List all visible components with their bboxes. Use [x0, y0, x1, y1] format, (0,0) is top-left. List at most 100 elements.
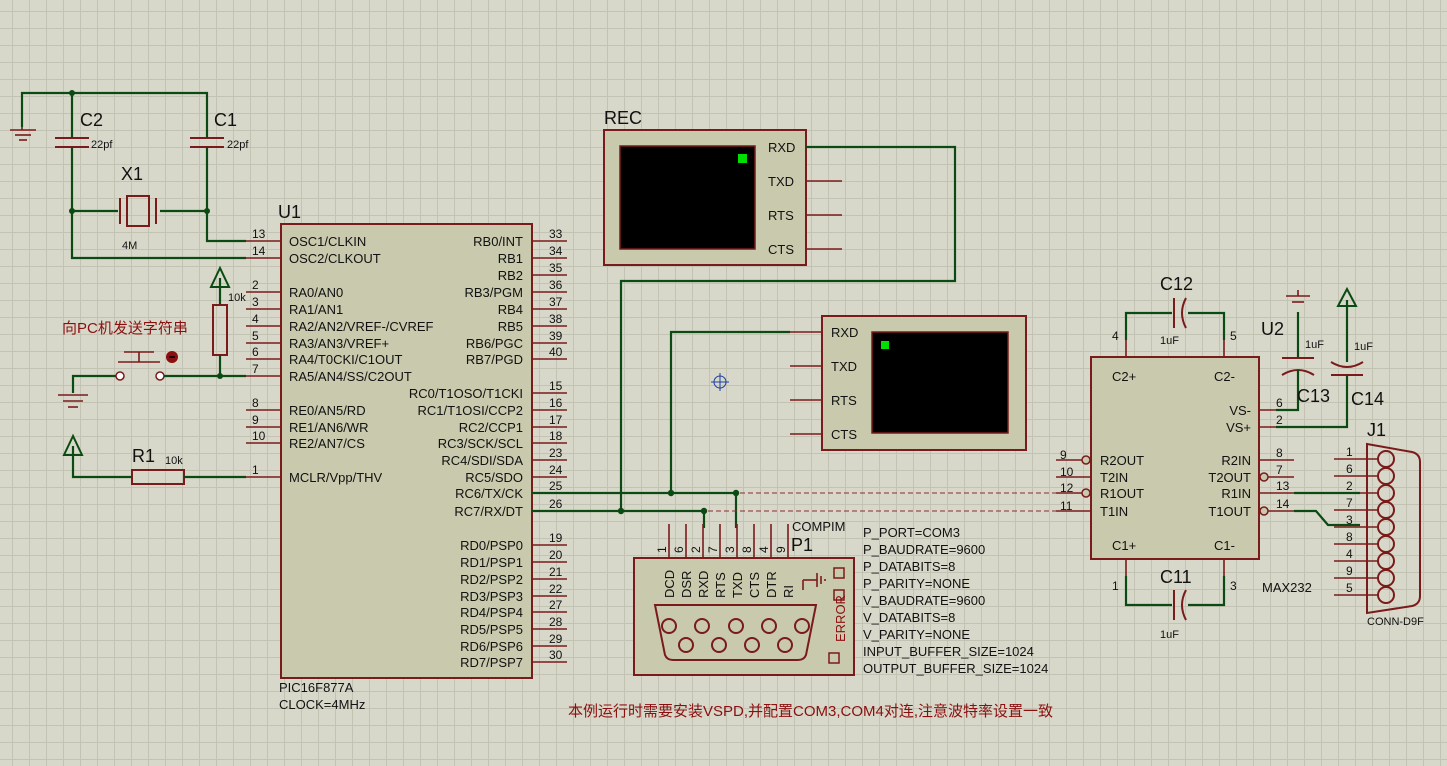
p1-property: P_DATABITS=8 — [863, 559, 955, 574]
pin-number: 4 — [252, 312, 259, 326]
terminal2-screen[interactable] — [871, 331, 1009, 434]
virtual-terminal-2[interactable]: RXD TXD RTS CTS — [790, 315, 1027, 451]
j1-pin-7[interactable]: 7 — [1334, 496, 1395, 519]
u1-part: PIC16F877A — [279, 680, 354, 695]
p1-error-label: ERROR — [833, 595, 848, 642]
j1-pin-4[interactable]: 4 — [1334, 547, 1395, 570]
j1-pin-5[interactable]: 5 — [1334, 581, 1395, 604]
pin-number: 19 — [549, 531, 563, 545]
rec-pin-cts[interactable]: CTS — [768, 242, 842, 257]
crystal-x1[interactable]: X1 4M — [69, 164, 210, 252]
pin-label: RXD — [831, 325, 858, 340]
j1-pin-9[interactable]: 9 — [1334, 564, 1395, 587]
p1-pin-ri[interactable]: 9RI — [774, 524, 796, 598]
p1-property: V_PARITY=NONE — [863, 627, 970, 642]
connector-hole — [694, 618, 710, 634]
capacitor-c14[interactable]: C14 1uF — [1276, 286, 1384, 429]
rec-screen[interactable] — [619, 145, 756, 250]
terminal2-pin-txd[interactable]: TXD — [790, 359, 857, 374]
terminal2-pin-cts[interactable]: CTS — [790, 427, 857, 442]
rec-pin-txd[interactable]: TXD — [768, 174, 842, 189]
pin-number: 8 — [740, 546, 754, 553]
capacitor-c2[interactable]: C2 22pf — [55, 110, 113, 211]
capacitor-c13[interactable]: C13 1uF — [1276, 290, 1330, 412]
u2-pin-4[interactable]: 4C2+ — [1112, 329, 1136, 384]
u2-pin-5[interactable]: 5C2- — [1214, 329, 1237, 384]
pullup-resistor[interactable] — [212, 304, 228, 356]
j1-pin-6[interactable]: 6 — [1334, 462, 1395, 485]
u2-pin-1[interactable]: 1C1+ — [1112, 538, 1136, 593]
terminal2-pin-rxd[interactable]: RXD — [790, 325, 858, 340]
j1-pin-1[interactable]: 1 — [1334, 445, 1395, 468]
capacitor-c1[interactable]: C1 22pf — [190, 110, 249, 211]
u2-pin-3[interactable]: 3C1- — [1214, 538, 1237, 593]
pin-label: RTS — [831, 393, 857, 408]
c1-ref: C1 — [214, 110, 237, 130]
rec-pin-rts[interactable]: RTS — [768, 208, 842, 223]
capacitor-c12[interactable]: C12 1uF — [1124, 274, 1226, 347]
pin-label: RD4/PSP4 — [460, 605, 523, 620]
resistor-r1[interactable] — [131, 469, 185, 485]
capacitor-c11[interactable]: C11 1uF — [1124, 567, 1226, 641]
j1-pin-2[interactable]: 2 — [1334, 479, 1395, 502]
terminal2-pin-rts[interactable]: RTS — [790, 393, 857, 408]
p1-property: V_BAUDRATE=9600 — [863, 593, 985, 608]
j1-pin-8[interactable]: 8 — [1334, 530, 1395, 553]
